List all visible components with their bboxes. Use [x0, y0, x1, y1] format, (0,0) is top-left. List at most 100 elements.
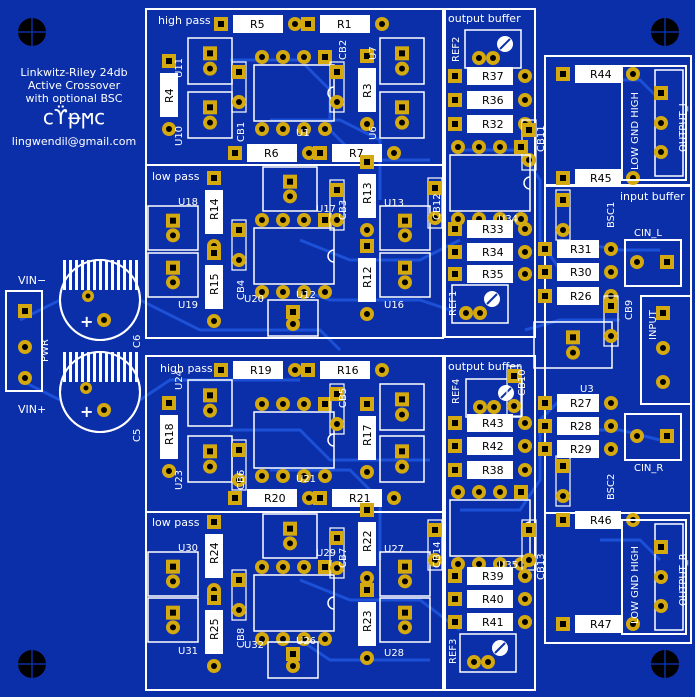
ic-u23: U23	[174, 435, 233, 490]
resistor-r12: R12	[358, 239, 376, 321]
cap-label-bsc1: BSC1	[606, 202, 617, 228]
cap-label-cb13: CB13	[536, 553, 547, 580]
ic-u17: U17	[262, 166, 336, 215]
output-r-connector	[621, 519, 687, 635]
resistor-r34: R34	[448, 243, 532, 261]
trimpot-ref3: REF3	[448, 633, 517, 673]
resistor-r39: R39	[448, 567, 532, 585]
cap-label-cb12: CB12	[432, 193, 443, 220]
resistor-r13: R13	[358, 155, 376, 237]
ic-u13: U13	[379, 198, 431, 251]
ic-label-u20: U20	[244, 294, 264, 305]
ic-u11: U11	[174, 37, 233, 85]
resistor-label-r31: R31	[570, 243, 592, 256]
cap-cb7: CB7	[329, 527, 349, 579]
ic-label-u24: U24	[174, 370, 185, 390]
resistor-label-r29: R29	[570, 443, 592, 456]
resistor-label-r20: R20	[264, 492, 286, 505]
resistor-label-r41: R41	[482, 616, 504, 629]
mounting-hole-br	[651, 650, 679, 678]
trimpot-ref4: REF4	[451, 378, 523, 418]
ic-u20: U20	[244, 294, 319, 337]
resistor-label-r21: R21	[349, 492, 371, 505]
ic-u6: U6	[368, 91, 425, 140]
resistor-label-r33: R33	[482, 223, 504, 236]
ic-label-u3: U3	[580, 384, 594, 395]
ic-u18: U18	[147, 197, 199, 251]
section-label-ob-top: output buffer	[448, 12, 521, 25]
resistor-r4: R4	[160, 54, 178, 136]
cap-label-cb10: CB10	[517, 369, 528, 396]
resistor-label-r14: R14	[208, 198, 221, 220]
resistor-label-r3: R3	[361, 83, 374, 98]
mounting-hole-bl	[18, 650, 46, 678]
cap-cb4: CB4	[231, 219, 247, 300]
ic-label-u30: U30	[178, 543, 198, 554]
cap-cb6: CB6	[231, 439, 247, 491]
elvish-script: ϲϔᵽϻϲ	[43, 105, 105, 129]
resistor-r40: R40	[448, 590, 532, 608]
cin-r-label: CIN_R	[634, 463, 663, 474]
cap-label-cb5: CB5	[338, 388, 349, 408]
resistor-r46: R46	[556, 511, 640, 529]
ic-label-u11: U11	[174, 58, 185, 78]
power-connector	[5, 290, 43, 392]
c5-plus: +	[80, 402, 93, 421]
cap-label-cb7: CB7	[338, 548, 349, 568]
resistor-label-r16: R16	[337, 364, 359, 377]
resistor-r21: R21	[313, 489, 401, 507]
trimpot-label-ref4: REF4	[451, 379, 462, 404]
cap-label-cb2: CB2	[338, 40, 349, 60]
section-label-hp-bottom: high pass	[160, 362, 213, 375]
cap-label-cb4: CB4	[236, 280, 247, 300]
ic-label-u28: U28	[384, 648, 404, 659]
ic-u19: U19	[147, 252, 199, 311]
ic-label-u7: U7	[368, 46, 379, 60]
section-label-lp-top: low pass	[152, 170, 200, 183]
c5-label: C5	[132, 429, 143, 442]
ic-label-u6: U6	[368, 126, 379, 140]
resistor-r45: R45	[556, 169, 640, 187]
resistor-r5: R5	[214, 15, 302, 33]
resistor-label-r17: R17	[361, 424, 374, 446]
ic-label-u19: U19	[178, 300, 198, 311]
trimpot-label-ref1: REF1	[448, 291, 459, 316]
cap-label-cb3: CB3	[338, 200, 349, 220]
mounting-holes	[18, 18, 679, 678]
resistor-label-r30: R30	[570, 266, 592, 279]
ic-label-u23: U23	[174, 470, 185, 490]
resistor-label-r43: R43	[482, 417, 504, 430]
ic-u24: U24	[174, 370, 233, 427]
resistor-r24: R24	[205, 515, 223, 597]
title-line-1: Linkwitz-Riley 24db	[20, 66, 127, 79]
cin-l-cap	[624, 239, 682, 287]
ic-label-u12: U12	[296, 290, 316, 301]
ic-u22	[379, 383, 425, 431]
resistor-label-r47: R47	[590, 618, 612, 631]
output-r-label: OUTPUT_R	[678, 553, 689, 606]
resistor-label-r27: R27	[570, 397, 592, 410]
resistor-r42: R42	[448, 437, 532, 455]
cap-cb3: CB3	[329, 179, 349, 231]
ic-u16: U16	[379, 252, 431, 311]
section-label-input-buffer: input buffer	[620, 190, 685, 203]
resistor-label-r1: R1	[337, 18, 352, 31]
resistor-r25: R25	[205, 591, 223, 673]
resistor-label-r23: R23	[361, 610, 374, 632]
author-email: lingwendil@gmail.com	[12, 135, 136, 148]
resistor-label-r34: R34	[482, 246, 504, 259]
ic-u7: U7	[368, 37, 425, 85]
resistor-r35: R35	[448, 265, 532, 283]
ic-u28: U28	[379, 597, 431, 659]
ic-label-u32: U32	[244, 640, 264, 651]
resistor-label-r7: R7	[349, 147, 364, 160]
input-connector	[640, 295, 692, 405]
resistor-label-r45: R45	[590, 172, 612, 185]
trimpot-ref1: REF1	[448, 284, 509, 324]
vin-minus-label: VIN−	[18, 274, 46, 287]
pwr-label: PWR	[40, 339, 51, 362]
cap-bsc2: BSC2	[555, 455, 617, 507]
cap-cb1: CB1	[231, 61, 247, 142]
